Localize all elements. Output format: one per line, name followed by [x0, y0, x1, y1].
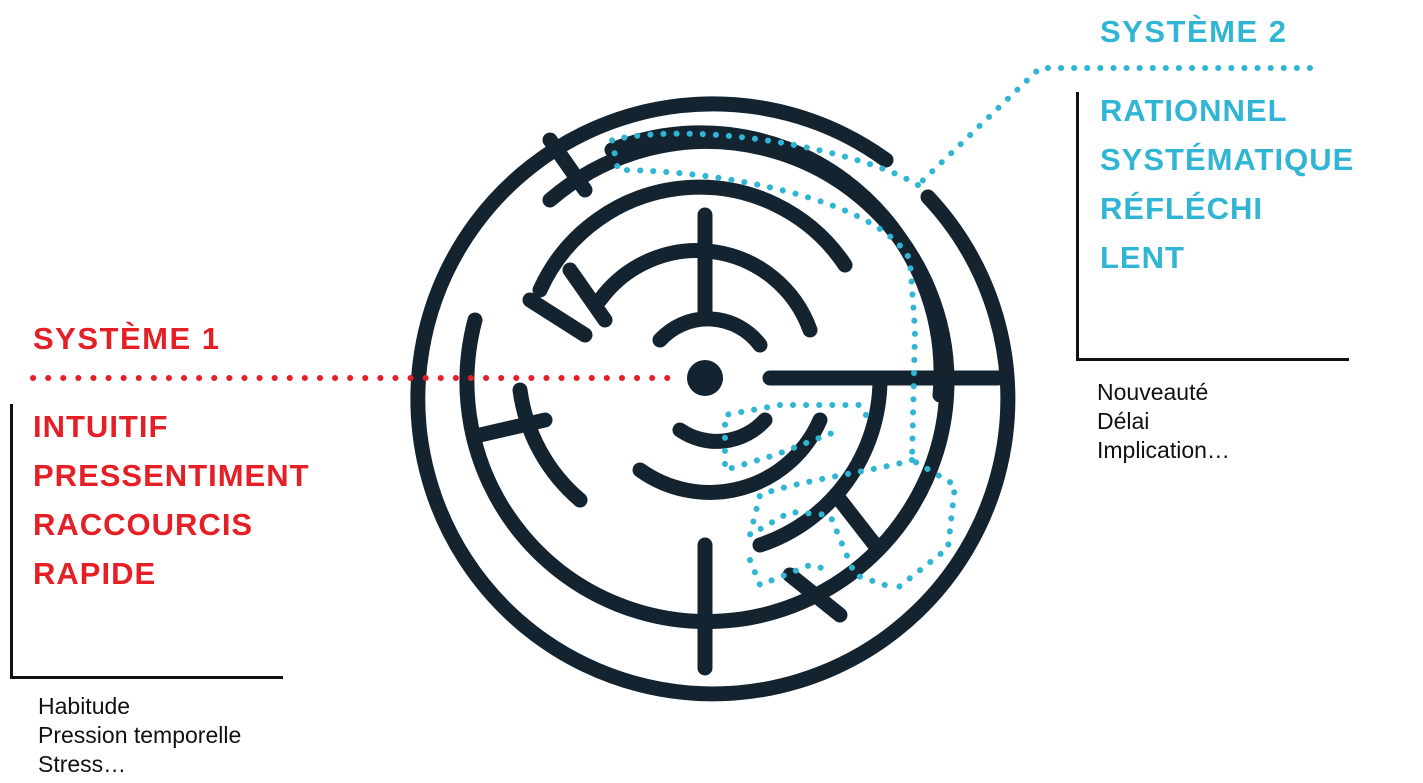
- system2-trait: LENT: [1100, 240, 1185, 275]
- system1-factors: Habitude Pression temporelle Stress…: [38, 692, 241, 779]
- system2-trait: RATIONNEL: [1100, 93, 1288, 128]
- system1-traits: INTUITIF PRESSENTIMENT RACCOURCIS RAPIDE: [33, 402, 310, 598]
- system1-factor: Habitude: [38, 693, 131, 719]
- system2-factors: Nouveauté Délai Implication…: [1097, 378, 1230, 465]
- maze-ring-5: [652, 311, 768, 353]
- maze-outer-ring: [410, 96, 1016, 702]
- maze-center-dot: [687, 360, 723, 396]
- system1-factor: Pression temporelle: [38, 722, 242, 748]
- maze-spoke-bottom-outer: [782, 567, 848, 623]
- maze-ring-4-lower: [632, 412, 828, 500]
- system2-factor: Nouveauté: [1097, 379, 1209, 405]
- system2-trait: SYSTÉMATIQUE: [1100, 142, 1355, 177]
- maze-ring-5-lower: [672, 412, 773, 449]
- maze-spoke-left-upper: [522, 292, 593, 343]
- system2-title: SYSTÈME 2: [1100, 14, 1288, 49]
- system1-trait: RAPIDE: [33, 556, 157, 591]
- system1-title: SYSTÈME 1: [33, 321, 221, 356]
- system2-traits: RATIONNEL SYSTÉMATIQUE RÉFLÉCHI LENT: [1100, 86, 1354, 282]
- system2-bracket: [1076, 92, 1349, 361]
- system2-trait: RÉFLÉCHI: [1100, 191, 1263, 226]
- system2-factor: Délai: [1097, 408, 1150, 434]
- system1-trait: INTUITIF: [33, 409, 169, 444]
- maze-ring-4: [592, 243, 818, 338]
- maze-walls: [410, 96, 1016, 702]
- system1-trait: RACCOURCIS: [33, 507, 254, 542]
- maze-spoke-left-lower: [472, 412, 553, 443]
- system1-block: SYSTÈME 1: [33, 323, 221, 354]
- system1-trait: PRESSENTIMENT: [33, 458, 310, 493]
- maze-spoke-bottom-right: [832, 492, 883, 553]
- maze-ring-2-segment: [604, 125, 949, 403]
- system1-bracket: [10, 404, 283, 679]
- system2-factor: Implication…: [1097, 437, 1230, 463]
- maze-ring-3-lower: [752, 372, 888, 553]
- system2-block: SYSTÈME 2: [1100, 16, 1288, 47]
- maze-spoke-upper-left: [562, 262, 613, 328]
- maze-ring-3-left: [512, 382, 588, 508]
- system1-factor: Stress…: [38, 751, 127, 777]
- system2-path: [608, 65, 1313, 593]
- maze-ring-3: [532, 179, 853, 298]
- maze-spoke-top-outer: [542, 132, 593, 198]
